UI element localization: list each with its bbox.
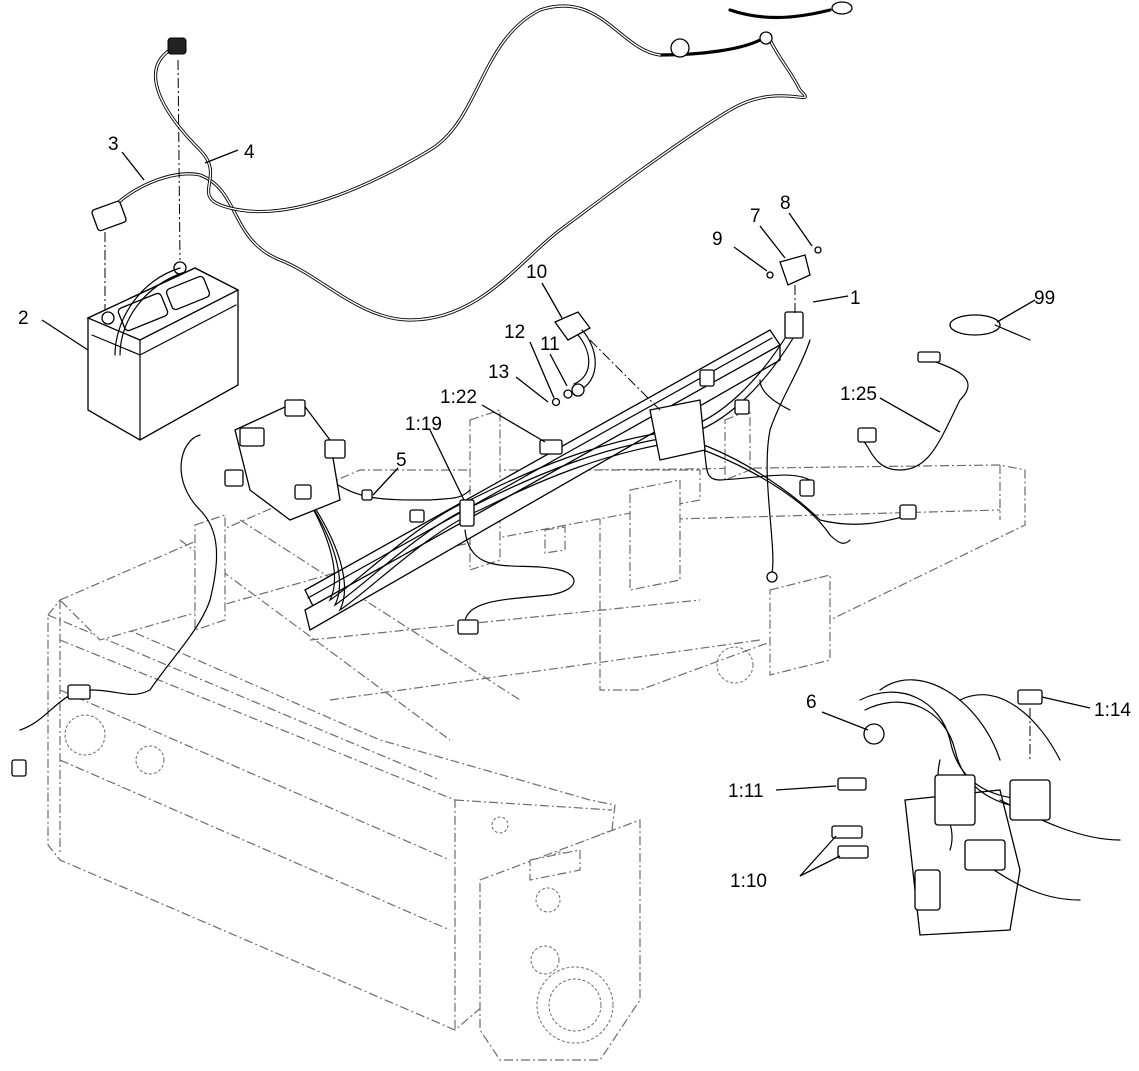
callout-12: 12: [504, 322, 525, 343]
callout-5: 5: [396, 450, 407, 471]
callout-1-10: 1:10: [730, 871, 767, 892]
callout-1-19: 1:19: [405, 414, 442, 435]
callout-labels: 1 2 3 4 5 6 7 8 9 10 11 12 13 99 1:10 1:…: [18, 134, 1131, 892]
callout-99: 99: [1034, 288, 1055, 309]
callout-2: 2: [18, 308, 29, 329]
machine-frame: [47, 409, 1026, 1061]
callout-1-22: 1:22: [440, 387, 477, 408]
callout-3: 3: [108, 134, 119, 155]
callout-leaders: [41, 149, 1091, 877]
relay-and-hardware: [551, 246, 1031, 471]
callout-1: 1: [850, 288, 861, 309]
callout-1-14: 1:14: [1094, 700, 1131, 721]
wire-harness: [11, 311, 917, 777]
battery-cables: [91, 1, 853, 322]
callout-8: 8: [780, 193, 791, 214]
callout-7: 7: [750, 206, 761, 227]
callout-9: 9: [712, 229, 723, 250]
callout-10: 10: [526, 262, 547, 283]
callout-13: 13: [488, 362, 509, 383]
callout-11: 11: [540, 334, 560, 355]
callout-1-11: 1:11: [728, 781, 764, 802]
callout-1-25: 1:25: [840, 384, 877, 405]
battery: [86, 261, 240, 441]
callout-4: 4: [244, 142, 255, 163]
callout-6: 6: [806, 692, 817, 713]
detail-inset: [831, 679, 1121, 936]
